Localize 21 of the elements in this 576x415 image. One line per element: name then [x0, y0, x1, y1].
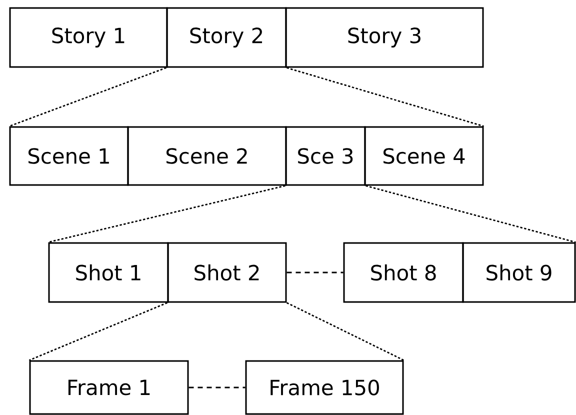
segment-box: Shot 1 [48, 242, 169, 303]
segment-box: Scene 4 [364, 126, 484, 186]
zoom-line [48, 185, 286, 243]
segment-box: Story 2 [166, 7, 287, 68]
segment-box: Story 1 [9, 7, 168, 68]
connector-line [286, 272, 344, 274]
segment-box: Scene 2 [127, 126, 287, 186]
zoom-line [286, 302, 404, 361]
segment-box: Story 3 [285, 7, 484, 68]
segment-box: Sce 3 [285, 126, 366, 186]
segment-box: Shot 2 [167, 242, 287, 303]
segment-box: Shot 9 [462, 242, 576, 303]
segment-box: Frame 1 [29, 360, 189, 415]
segment-box: Scene 1 [9, 126, 129, 186]
zoom-line [286, 67, 484, 127]
zoom-line [28, 302, 168, 361]
zoom-line [9, 67, 166, 127]
zoom-line [366, 185, 576, 243]
connector-line [188, 386, 246, 388]
segment-box: Frame 150 [245, 360, 404, 415]
segment-box: Shot 8 [343, 242, 464, 303]
